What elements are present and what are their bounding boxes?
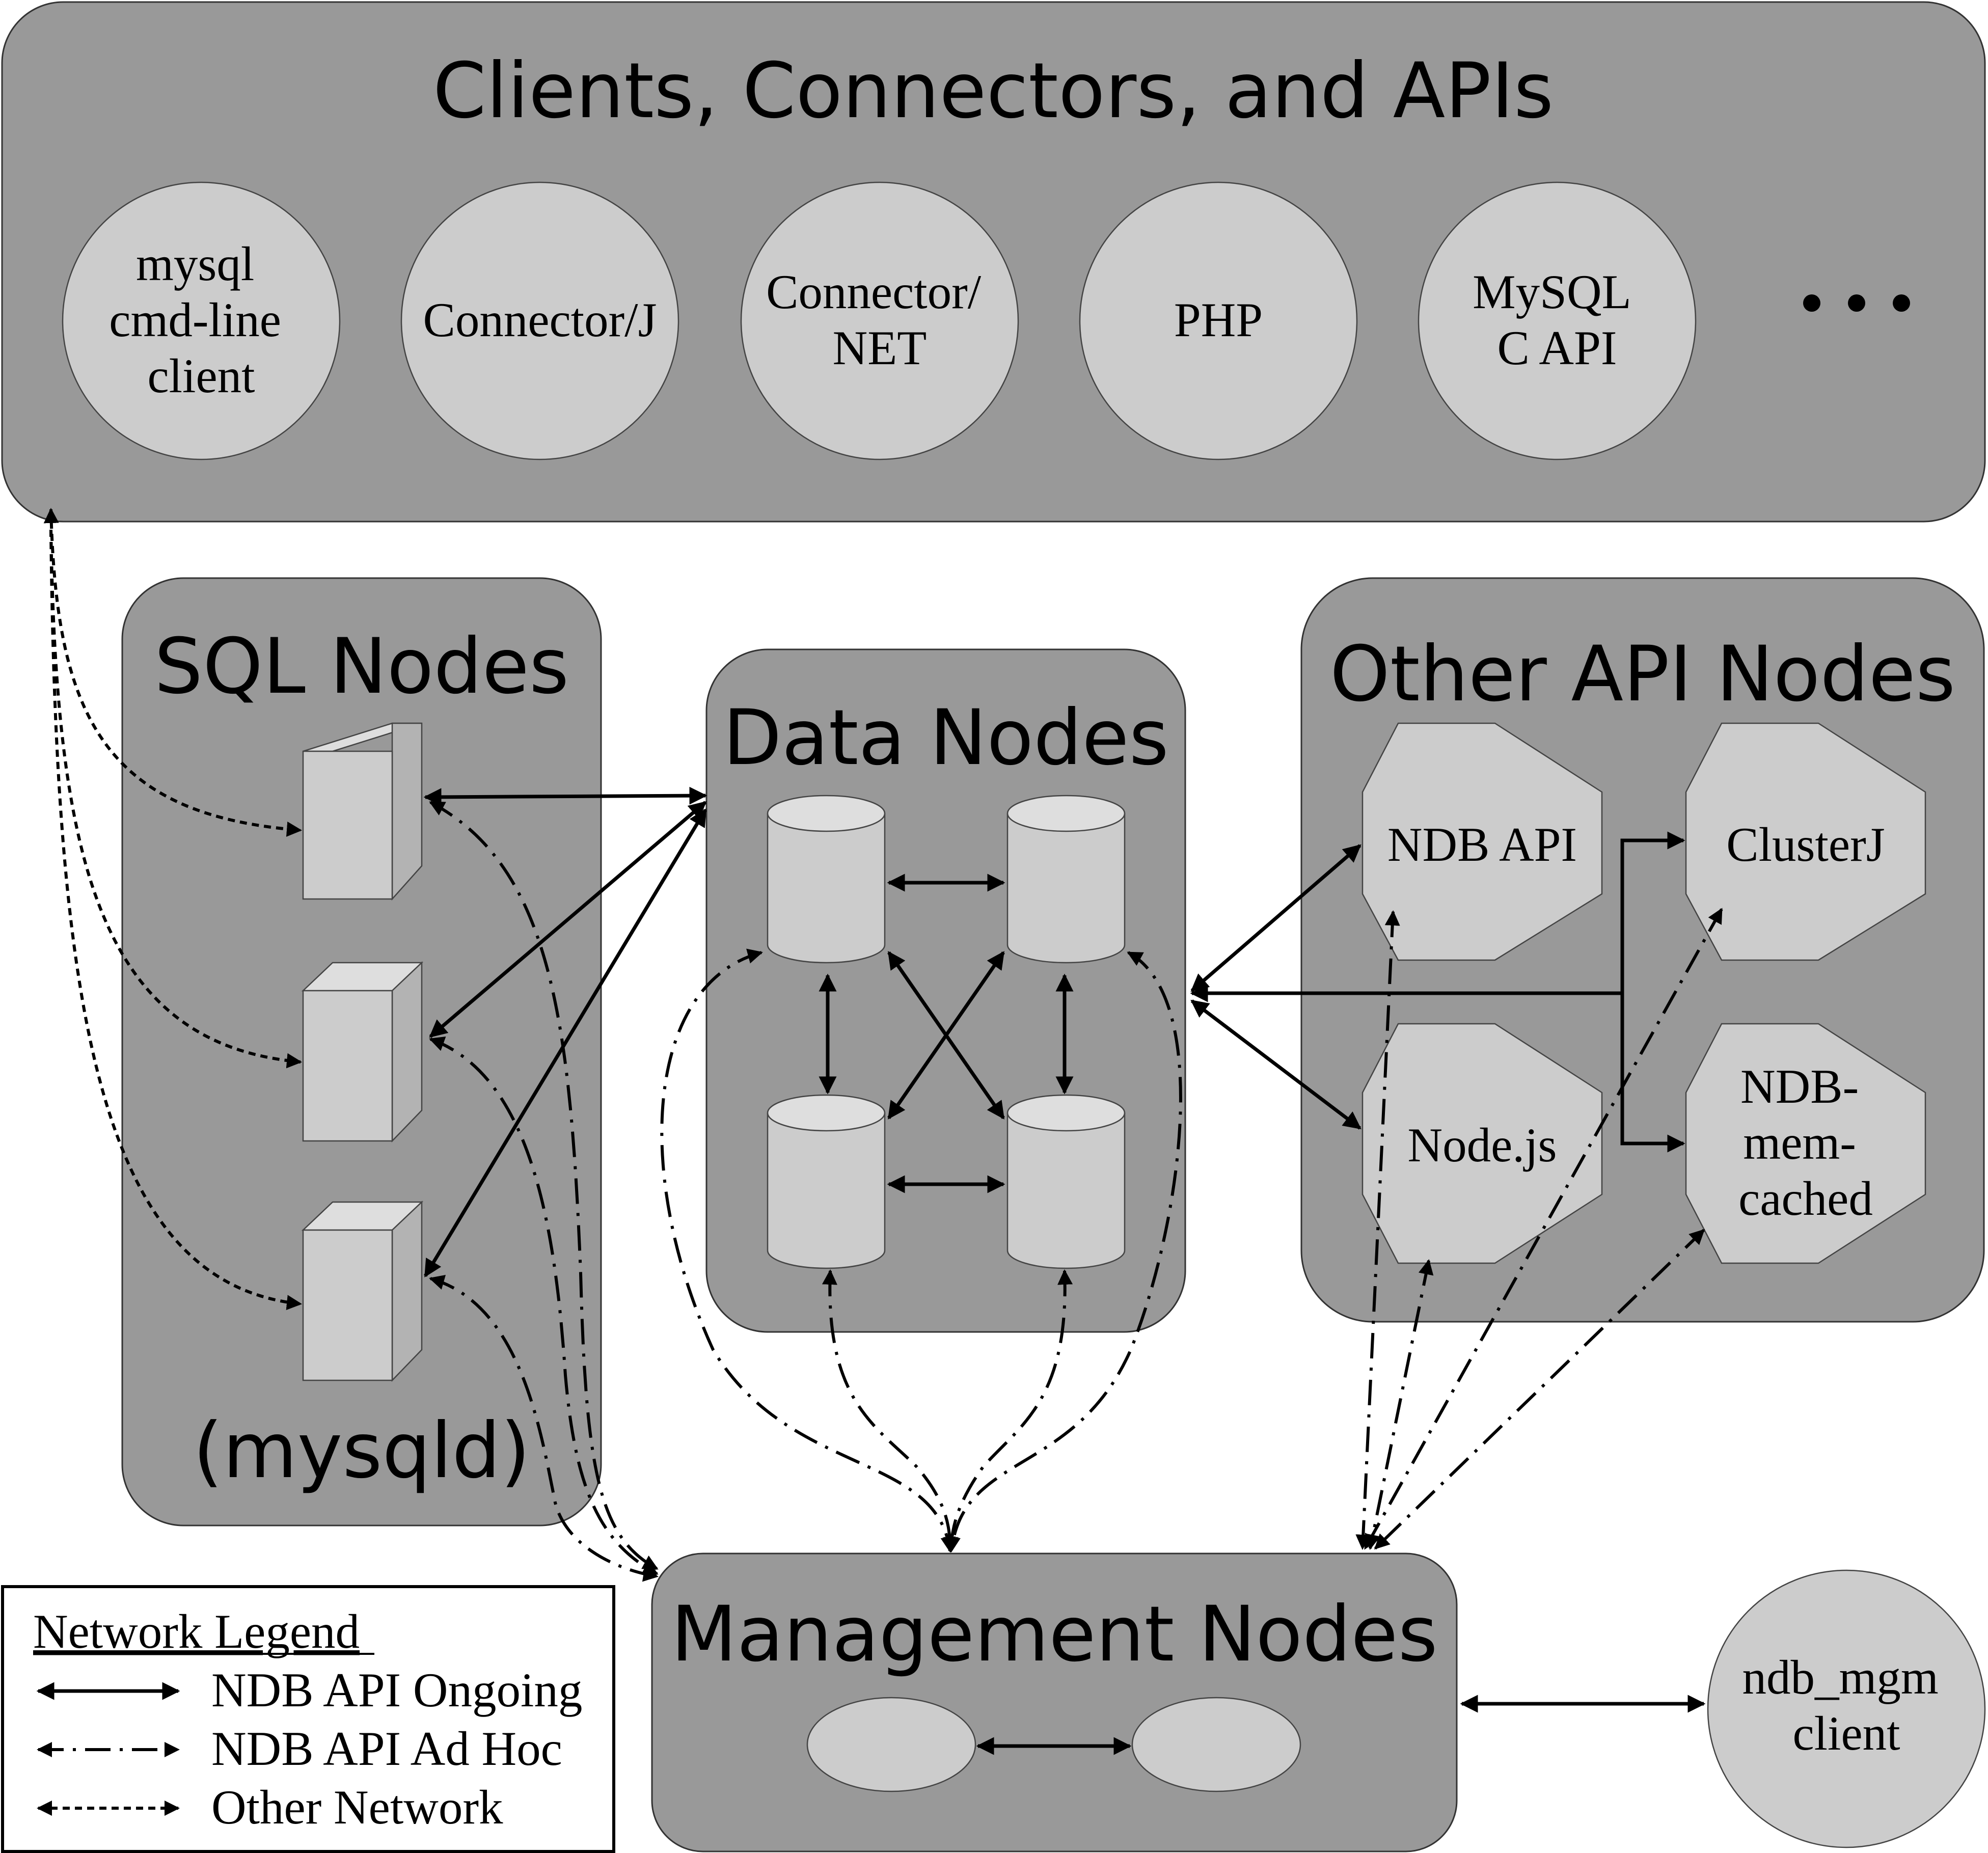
svg-text:NDB- mem- cached: NDB- mem- cached bbox=[1738, 1059, 1873, 1225]
data-node-1 bbox=[767, 795, 886, 964]
svg-text:NDB API: NDB API bbox=[1387, 818, 1577, 871]
other-api-nodes-title: Other API Nodes bbox=[1330, 630, 1955, 719]
svg-text:PHP: PHP bbox=[1174, 293, 1263, 347]
management-node-1 bbox=[806, 1697, 976, 1792]
data-node-2 bbox=[1006, 795, 1126, 964]
clients-group-title: Clients, Connectors, and APIs bbox=[433, 47, 1554, 135]
legend-item-other: Other Network bbox=[211, 1780, 503, 1834]
ndb-mgm-client: ndb_mgm client bbox=[1707, 1569, 1986, 1848]
client-mysql: mysql cmd-line client bbox=[62, 181, 341, 460]
data-nodes-title: Data Nodes bbox=[723, 694, 1168, 782]
svg-text:ndb_mgm client: ndb_mgm client bbox=[1742, 1650, 1950, 1760]
sql-node-3 bbox=[301, 1201, 424, 1382]
ndb-memcached-node: NDB- mem- cached bbox=[1685, 1023, 1926, 1264]
sql-nodes-title: SQL Nodes bbox=[154, 622, 569, 711]
svg-text:Connector/ NET: Connector/ NET bbox=[766, 265, 993, 375]
management-node-2 bbox=[1131, 1697, 1301, 1792]
data-node-4 bbox=[1006, 1094, 1126, 1269]
legend-item-ongoing: NDB API Ongoing bbox=[211, 1663, 582, 1717]
management-nodes-title: Management Nodes bbox=[671, 1590, 1437, 1679]
sql-node-2 bbox=[301, 961, 424, 1143]
sql-node-1 bbox=[302, 722, 423, 901]
client-mysql-c-api: MySQL C API bbox=[1418, 181, 1697, 460]
client-php: PHP bbox=[1079, 181, 1358, 460]
svg-text:ClusterJ: ClusterJ bbox=[1726, 818, 1885, 871]
client-connector-j: Connector/J bbox=[400, 181, 679, 460]
sql-nodes-caption: (mysqld) bbox=[193, 1407, 530, 1495]
svg-text:MySQL C API: MySQL C API bbox=[1473, 265, 1642, 375]
ndb-api-adhoc-links bbox=[429, 801, 1723, 1582]
legend-item-adhoc: NDB API Ad Hoc bbox=[211, 1722, 562, 1776]
data-node-3 bbox=[767, 1094, 886, 1269]
svg-text:Node.js: Node.js bbox=[1408, 1118, 1557, 1172]
more-clients-ellipsis bbox=[1803, 294, 1910, 312]
other-network-links bbox=[43, 508, 302, 1311]
svg-text:mysql cmd-line cli: mysql cmd-line client bbox=[109, 237, 293, 403]
client-connector-net: Connector/ NET bbox=[740, 181, 1019, 460]
network-legend: Network Legend NDB API Ongoing NDB API A… bbox=[1, 1585, 615, 1853]
legend-title: Network Legend bbox=[33, 1604, 360, 1658]
svg-text:Connector/J: Connector/J bbox=[423, 293, 657, 347]
clusterj-node: ClusterJ bbox=[1685, 722, 1926, 961]
